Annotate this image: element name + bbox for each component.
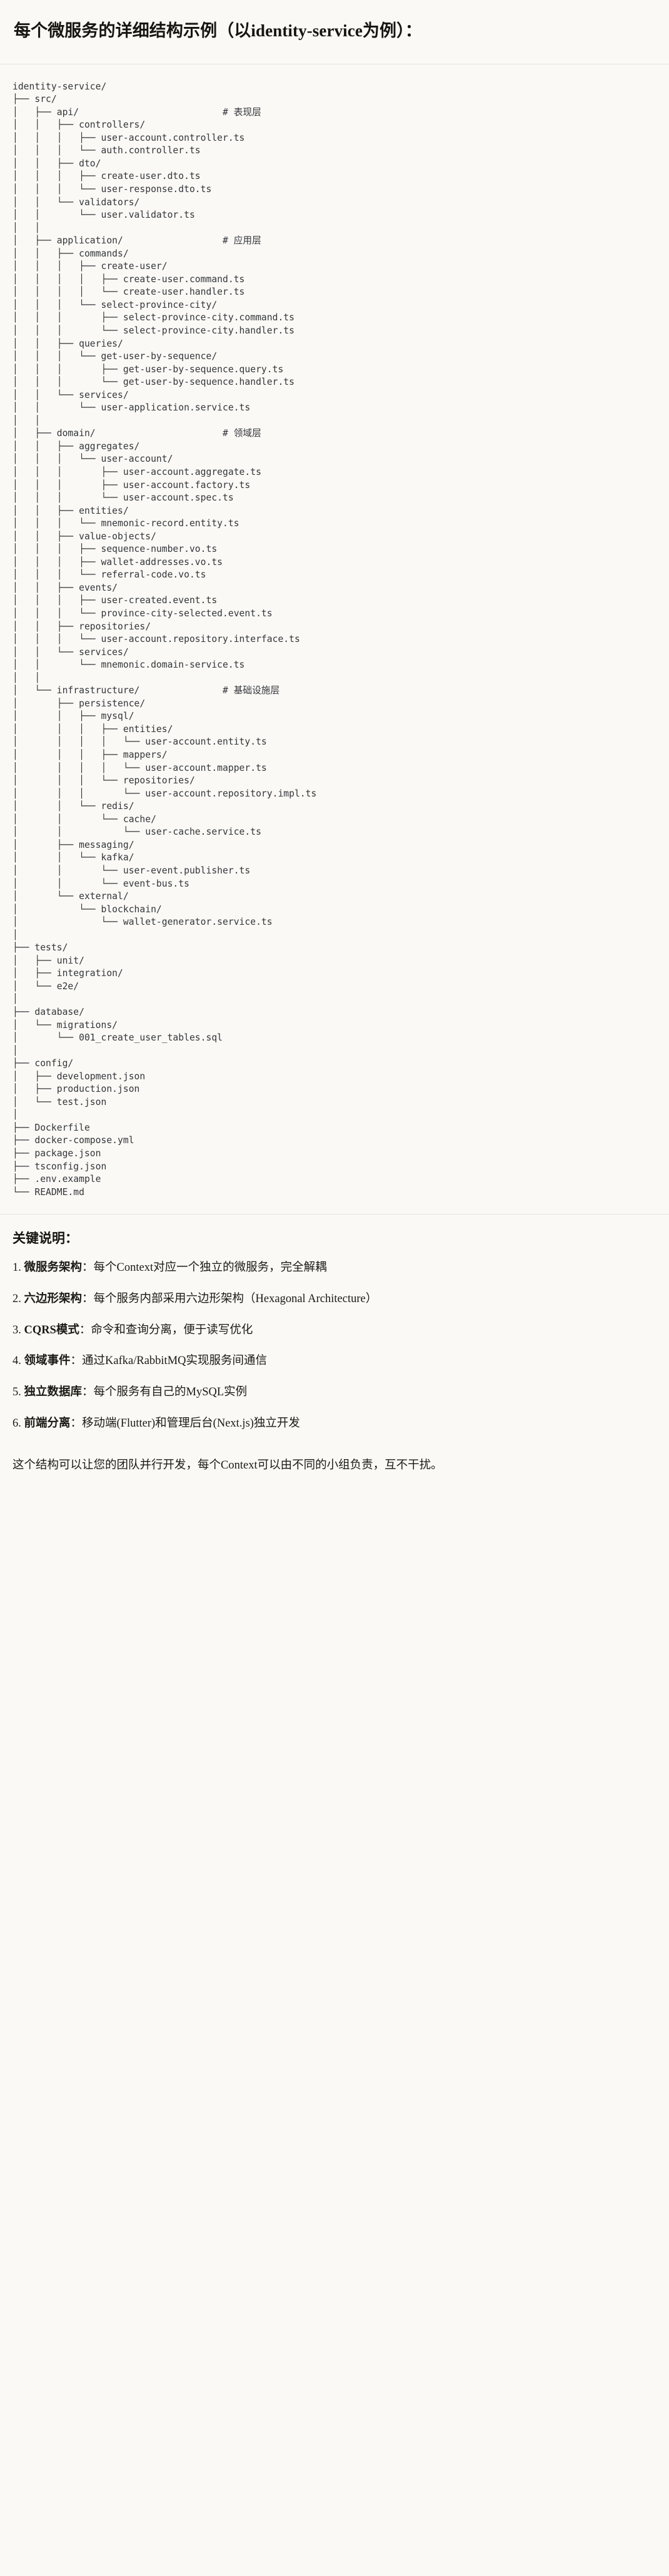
key-point-description: 每个服务有自己的MySQL实例 [93, 1386, 248, 1399]
key-point-item: 前端分离：移动端(Flutter)和管理后台(Next.js)独立开发 [13, 1415, 656, 1433]
code-block-container: identity-service/ ├── src/ │ ├── api/ # … [0, 63, 669, 1215]
key-point-separator: ： [82, 1292, 94, 1305]
key-point-separator: ： [79, 1323, 91, 1336]
document-page: 每个微服务的详细结构示例（以identity-service为例）： ident… [0, 11, 669, 1487]
key-point-separator: ： [70, 1417, 83, 1430]
closing-paragraph: 这个结构可以让您的团队并行开发，每个Context可以由不同的小组负责，互不干扰… [13, 1459, 443, 1472]
key-points-heading: 关键说明： [13, 1231, 78, 1246]
key-point-term: 领域事件 [24, 1355, 71, 1368]
key-point-description: 每个Context对应一个独立的微服务，完全解耦 [93, 1261, 327, 1275]
key-point-separator: ： [82, 1386, 94, 1399]
key-point-item: 六边形架构：每个服务内部采用六边形架构（Hexagonal Architectu… [13, 1291, 656, 1308]
key-point-item: CQRS模式：命令和查询分离，便于读写优化 [13, 1322, 656, 1340]
key-point-description: 命令和查询分离，便于读写优化 [91, 1323, 253, 1336]
key-point-description: 移动端(Flutter)和管理后台(Next.js)独立开发 [82, 1417, 300, 1430]
key-point-item: 微服务架构：每个Context对应一个独立的微服务，完全解耦 [13, 1260, 656, 1277]
directory-tree: identity-service/ ├── src/ │ ├── api/ # … [13, 81, 317, 1198]
key-point-item: 领域事件：通过Kafka/RabbitMQ实现服务间通信 [13, 1353, 656, 1370]
key-point-term: CQRS模式 [24, 1323, 79, 1336]
page-title: 每个微服务的详细结构示例（以identity-service为例）： [14, 21, 422, 41]
key-points-section: 关键说明： 微服务架构：每个Context对应一个独立的微服务，完全解耦 六边形… [0, 1214, 669, 1450]
key-point-term: 独立数据库 [24, 1386, 83, 1399]
key-point-term: 六边形架构 [24, 1292, 83, 1305]
key-point-description: 通过Kafka/RabbitMQ实现服务间通信 [82, 1355, 268, 1368]
key-point-term: 前端分离 [24, 1417, 71, 1430]
key-point-separator: ： [82, 1261, 94, 1275]
key-point-separator: ： [70, 1355, 83, 1368]
key-point-description: 每个服务内部采用六边形架构（Hexagonal Architecture） [93, 1292, 378, 1305]
key-points-list: 微服务架构：每个Context对应一个独立的微服务，完全解耦 六边形架构：每个服… [13, 1260, 656, 1433]
key-point-term: 微服务架构 [24, 1261, 83, 1275]
key-point-item: 独立数据库：每个服务有自己的MySQL实例 [13, 1384, 656, 1402]
